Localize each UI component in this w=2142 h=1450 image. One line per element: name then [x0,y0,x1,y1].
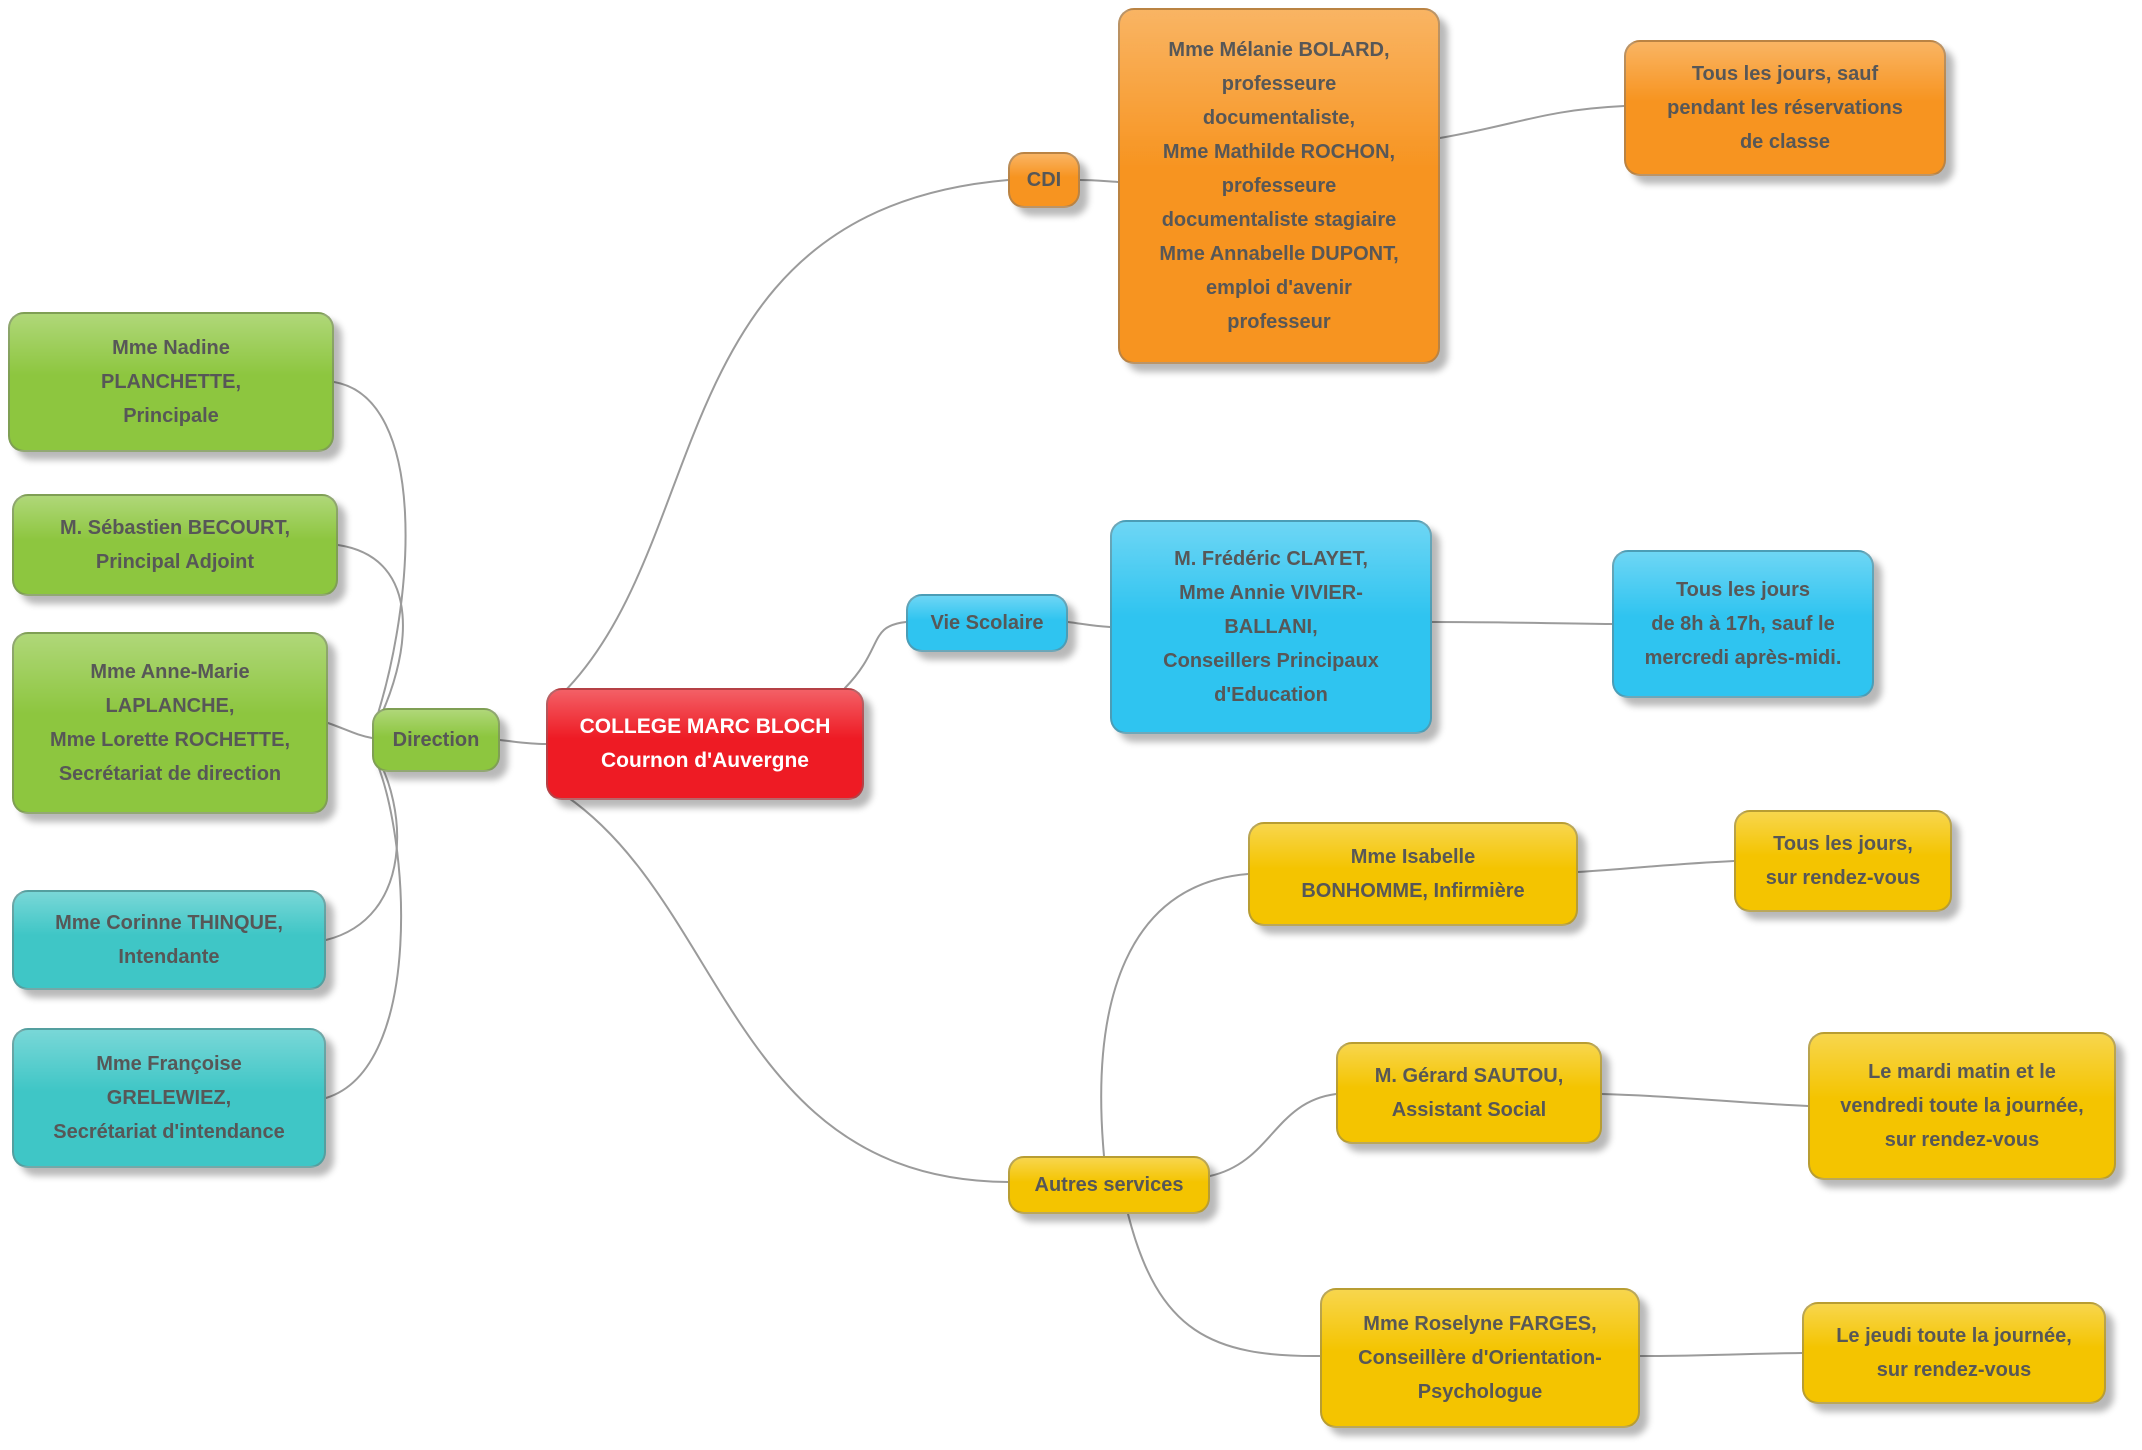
connector-cdi-staff [1079,179,1119,183]
node-vie-scolaire-staff: M. Frédéric CLAYET, Mme Annie VIVIER- BA… [1110,520,1432,734]
root-subtitle: Cournon d'Auvergne [601,749,809,772]
node-root: COLLEGE MARC BLOCH Cournon d'Auvergne [546,688,864,800]
connector-infirmiere-hours [1577,860,1735,873]
node-intendante: Mme Corinne THINQUE, Intendante [12,890,326,990]
connector-conseillere-hours [1639,1352,1803,1357]
node-conseillere-orientation: Mme Roselyne FARGES, Conseillère d'Orien… [1320,1288,1640,1428]
connector-root-cdi [561,179,1009,695]
node-principal-adjoint: M. Sébastien BECOURT, Principal Adjoint [12,494,338,596]
connector-direction-root [499,739,547,745]
node-cdi-hours: Tous les jours, sauf pendant les réserva… [1624,40,1946,176]
node-autres-services: Autres services [1008,1156,1210,1214]
connector-principale-direction [333,381,407,727]
connector-cdi-hours [1439,105,1625,139]
connector-intendance-direction [325,755,403,1099]
node-cdi: CDI [1008,152,1080,208]
node-assistant-social-hours: Le mardi matin et le vendredi toute la j… [1808,1032,2116,1180]
node-cdi-staff: Mme Mélanie BOLARD, professeure document… [1118,8,1440,364]
node-secretariat-intendance: Mme Françoise GRELEWIEZ, Secrétariat d'i… [12,1028,326,1168]
connector-vie-staff [1067,621,1111,628]
connector-autres-conseillere [1127,1213,1321,1358]
node-principale: Mme Nadine PLANCHETTE, Principale [8,312,334,452]
node-direction: Direction [372,708,500,772]
node-assistant-social: M. Gérard SAUTOU, Assistant Social [1336,1042,1602,1144]
node-vie-scolaire: Vie Scolaire [906,594,1068,652]
connector-root-autres-services [565,795,1009,1183]
root-title: COLLEGE MARC BLOCH [579,715,831,739]
connector-root-vie-scolaire [844,621,907,689]
connector-vie-hours [1431,621,1613,625]
connector-assistant-social-hours [1601,1093,1809,1107]
connector-intendante-direction [325,751,399,941]
node-vie-scolaire-hours: Tous les jours de 8h à 17h, sauf le merc… [1612,550,1874,698]
node-conseillere-orientation-hours: Le jeudi toute la journée, sur rendez-vo… [1802,1302,2106,1404]
connector-adjoint-direction [337,544,404,731]
connector-autres-assistant-social [1209,1093,1337,1177]
connector-autres-infirmiere [1100,873,1249,1157]
connector-secretariat-direction [327,722,373,739]
node-secretariat-direction: Mme Anne-Marie LAPLANCHE, Mme Lorette RO… [12,632,328,814]
node-infirmiere-hours: Tous les jours, sur rendez-vous [1734,810,1952,912]
node-infirmiere: Mme Isabelle BONHOMME, Infirmière [1248,822,1578,926]
